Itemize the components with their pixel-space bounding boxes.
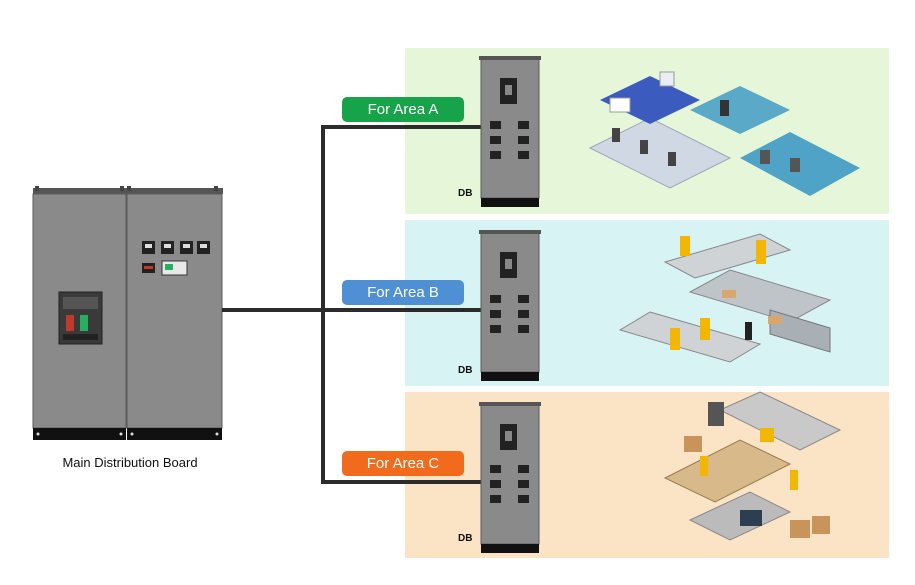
office-illustration — [588, 71, 860, 196]
distribution-board-a — [479, 56, 541, 207]
area-a-label: For Area A — [342, 97, 464, 122]
db-label-a: DB — [458, 188, 473, 199]
main-distribution-board — [32, 186, 223, 440]
distribution-board-c — [479, 402, 541, 553]
distribution-board-b — [479, 230, 541, 381]
main-board-caption: Main Distribution Board — [62, 455, 198, 470]
area-b-label: For Area B — [342, 280, 464, 305]
db-label-c: DB — [458, 533, 473, 544]
factory-illustration — [663, 391, 842, 541]
assembly-line-illustration — [618, 233, 832, 363]
db-label-b: DB — [458, 365, 473, 376]
area-c-label: For Area C — [342, 451, 464, 476]
cable-network — [222, 125, 487, 484]
